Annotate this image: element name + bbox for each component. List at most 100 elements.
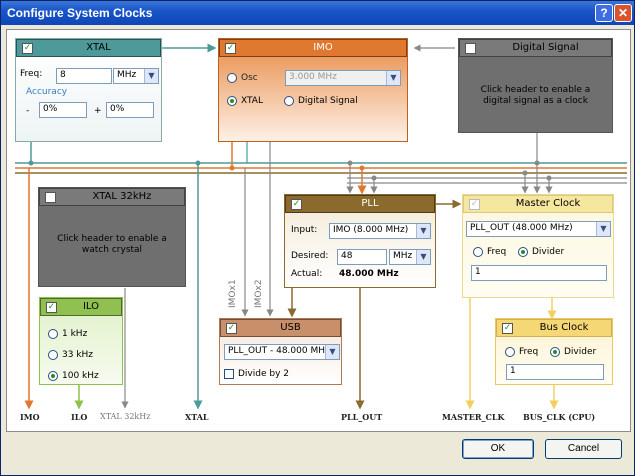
cancel-button[interactable]: Cancel xyxy=(545,439,622,459)
pll-input-select[interactable]: IMO (8.000 MHz) ▼ xyxy=(329,223,431,239)
bus-clock-divider-radio[interactable] xyxy=(550,347,560,357)
xtal-accuracy-plus-input[interactable]: 0% xyxy=(106,102,154,118)
ilo-100khz-label: 100 kHz xyxy=(62,371,99,381)
imo-digital-radio[interactable] xyxy=(284,96,294,106)
usb-header[interactable]: ✓ USB xyxy=(220,319,341,337)
bus-clock-divider-input[interactable]: 1 xyxy=(506,364,604,380)
imo-xtal-radio[interactable] xyxy=(227,96,237,106)
imo-osc-label: Osc xyxy=(241,73,258,83)
xtal-freq-unit-value: MHz xyxy=(117,70,137,80)
bus-clock-header[interactable]: ✓ Bus Clock xyxy=(496,319,612,337)
ilo-panel: ✓ ILO 1 kHz 33 kHz 100 kHz xyxy=(39,297,123,385)
ilo-1khz-radio[interactable] xyxy=(48,329,58,339)
help-button[interactable]: ? xyxy=(595,4,613,22)
bus-clock-title: Bus Clock xyxy=(539,322,589,333)
imo-title: IMO xyxy=(313,42,333,53)
output-master-clk: MASTER_CLK xyxy=(442,412,505,422)
ilo-enable-checkbox[interactable]: ✓ xyxy=(46,302,57,313)
imo-enable-checkbox[interactable]: ✓ xyxy=(225,43,236,54)
xtal-panel: ✓ XTAL Freq: 8 MHz▼ Accuracy - 0% + 0% xyxy=(15,38,162,142)
imo-osc-radio[interactable] xyxy=(227,73,237,83)
xtal-freq-unit-select[interactable]: MHz▼ xyxy=(113,68,159,84)
pll-input-value: IMO (8.000 MHz) xyxy=(333,225,409,235)
xtal-minus-label: - xyxy=(26,106,30,116)
ilo-33khz-radio[interactable] xyxy=(48,350,58,360)
xtal32-enable-checkbox[interactable] xyxy=(45,192,56,203)
digital-signal-enable-checkbox[interactable] xyxy=(465,43,476,54)
chevron-down-icon: ▼ xyxy=(416,250,430,264)
chevron-down-icon: ▼ xyxy=(596,222,610,236)
title-bar[interactable]: Configure System Clocks ? ✕ xyxy=(1,1,634,25)
bus-clock-divider-label: Divider xyxy=(564,347,597,357)
master-clock-freq-label: Freq xyxy=(487,247,507,257)
pll-actual-value: 48.000 MHz xyxy=(339,269,399,279)
output-imo: IMO xyxy=(20,412,40,422)
ok-button[interactable]: OK xyxy=(462,439,534,459)
xtal-plus-label: + xyxy=(94,106,102,116)
digital-signal-message: Click header to enable a digital signal … xyxy=(480,85,591,106)
bus-clock-freq-label: Freq xyxy=(519,347,539,357)
imo-panel: ✓ IMO Osc 3.000 MHz▼ XTAL Digital Signal xyxy=(218,38,408,142)
xtal32-header[interactable]: XTAL 32kHz xyxy=(39,188,185,206)
master-clock-divider-label: Divider xyxy=(532,247,565,257)
bus-clock-freq-radio[interactable] xyxy=(505,347,515,357)
xtal32-title: XTAL 32kHz xyxy=(92,191,152,202)
master-clock-header[interactable]: ✓ Master Clock xyxy=(463,195,613,213)
usb-divide-checkbox[interactable] xyxy=(224,369,234,379)
xtal-enable-checkbox[interactable]: ✓ xyxy=(22,43,33,54)
close-button[interactable]: ✕ xyxy=(614,4,632,22)
imo-osc-select: 3.000 MHz▼ xyxy=(285,70,401,86)
master-clock-freq-radio[interactable] xyxy=(473,247,483,257)
xtal-freq-label: Freq: xyxy=(20,69,43,79)
pll-header[interactable]: ✓ PLL xyxy=(285,195,435,213)
chevron-down-icon: ▼ xyxy=(416,224,430,238)
digital-signal-header[interactable]: Digital Signal xyxy=(459,39,612,57)
output-bus-clk: BUS_CLK (CPU) xyxy=(523,412,596,422)
xtal-header[interactable]: ✓ XTAL xyxy=(16,39,161,57)
usb-source-value: PLL_OUT - 48.000 MHz xyxy=(228,346,330,356)
master-clock-source-value: PLL_OUT (48.000 MHz) xyxy=(470,223,573,233)
digital-signal-title: Digital Signal xyxy=(512,42,579,53)
pll-actual-label: Actual: xyxy=(291,269,323,279)
xtal32-message: Click header to enable a watch crystal xyxy=(57,234,167,255)
chevron-down-icon: ▼ xyxy=(325,345,339,359)
xtal-freq-input[interactable]: 8 xyxy=(56,68,112,84)
usb-title: USB xyxy=(280,322,301,333)
bus-clock-enable-checkbox[interactable]: ✓ xyxy=(502,323,513,334)
pll-input-label: Input: xyxy=(291,225,318,235)
imo-xtal-label: XTAL xyxy=(241,96,263,106)
ilo-1khz-label: 1 kHz xyxy=(62,329,88,339)
ilo-100khz-radio[interactable] xyxy=(48,371,58,381)
master-clock-panel: ✓ Master Clock PLL_OUT (48.000 MHz) ▼ Fre… xyxy=(462,194,614,298)
pll-title: PLL xyxy=(361,198,379,209)
output-xtal32: XTAL 32kHz xyxy=(100,412,151,421)
ilo-header[interactable]: ✓ ILO xyxy=(40,298,122,316)
ilo-33khz-label: 33 kHz xyxy=(62,350,94,360)
xtal-accuracy-label: Accuracy xyxy=(26,87,68,97)
clock-diagram-canvas: ✓ XTAL Freq: 8 MHz▼ Accuracy - 0% + 0% ✓… xyxy=(6,29,631,432)
output-pll-out: PLL_OUT xyxy=(341,412,383,422)
digital-signal-panel: Digital Signal Click header to enable a … xyxy=(458,38,613,133)
xtal-title: XTAL xyxy=(86,42,111,53)
master-clock-enable-checkbox[interactable]: ✓ xyxy=(469,199,480,210)
master-clock-source-select[interactable]: PLL_OUT (48.000 MHz) ▼ xyxy=(466,221,611,237)
master-clock-divider-input[interactable]: 1 xyxy=(471,265,607,281)
master-clock-divider-radio[interactable] xyxy=(518,247,528,257)
pll-desired-input[interactable]: 48 xyxy=(337,249,387,265)
chevron-down-icon: ▼ xyxy=(386,71,400,85)
pll-desired-unit-value: MHz xyxy=(393,251,413,261)
window-title: Configure System Clocks xyxy=(7,6,153,20)
usb-imox1-label: IMOx1 xyxy=(228,279,238,308)
imo-header[interactable]: ✓ IMO xyxy=(219,39,407,57)
pll-desired-unit-select[interactable]: MHz▼ xyxy=(389,249,431,265)
usb-enable-checkbox[interactable]: ✓ xyxy=(226,323,237,334)
imo-digital-label: Digital Signal xyxy=(298,96,358,106)
pll-desired-label: Desired: xyxy=(291,251,329,261)
xtal-accuracy-minus-input[interactable]: 0% xyxy=(39,102,87,118)
usb-panel: ✓ USB PLL_OUT - 48.000 MHz▼ Divide by 2 xyxy=(219,318,342,385)
pll-enable-checkbox[interactable]: ✓ xyxy=(291,199,302,210)
pll-panel: ✓ PLL Input: IMO (8.000 MHz) ▼ Desired: 4… xyxy=(284,194,436,288)
usb-source-select[interactable]: PLL_OUT - 48.000 MHz▼ xyxy=(224,344,340,360)
output-ilo: ILO xyxy=(71,412,88,422)
